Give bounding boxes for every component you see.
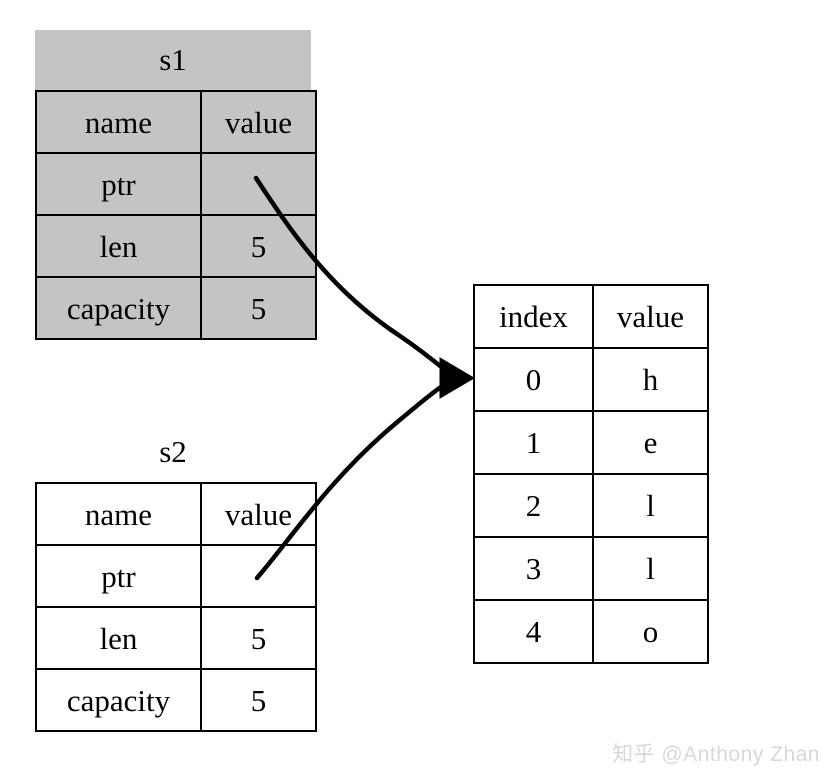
s2-header-name: name [35,482,202,546]
s1-row-len-value: 5 [200,214,317,278]
table-row: ptr [35,544,317,608]
s2-row-capacity-name: capacity [35,668,202,732]
table-row: 2 l [473,473,709,538]
buffer-row-3-index: 3 [473,536,594,601]
buffer-row-4-value: o [592,599,709,664]
table-row: 4 o [473,599,709,664]
s1-header-value: value [200,90,317,154]
buffer-row-2-index: 2 [473,473,594,538]
buffer-row-3-value: l [592,536,709,601]
struct-s2-title: s2 [159,434,187,469]
watermark-text: 知乎 @Anthony Zhan [612,743,820,766]
buffer-row-1-index: 1 [473,410,594,475]
s1-row-ptr-name: ptr [35,152,202,216]
table-row: index value [473,284,709,349]
s1-row-len-name: len [35,214,202,278]
buffer-row-4-index: 4 [473,599,594,664]
table-row: name value [35,482,317,546]
s1-header-name: name [35,90,202,154]
s2-row-ptr-value [200,544,317,608]
buffer-header-index: index [473,284,594,349]
table-row: capacity 5 [35,276,317,340]
s2-row-len-value: 5 [200,606,317,670]
s2-row-len-name: len [35,606,202,670]
s1-row-capacity-value: 5 [200,276,317,340]
struct-s1-table: name value ptr len 5 capacity 5 [35,90,317,340]
arrowhead-icon [439,357,475,399]
table-row: len 5 [35,214,317,278]
buffer-table: index value 0 h 1 e 2 l 3 l [473,284,709,664]
buffer-header-value: value [592,284,709,349]
s1-row-capacity-name: capacity [35,276,202,340]
table-row: 1 e [473,410,709,475]
table-row: name value [35,90,317,154]
buffer-table-block: index value 0 h 1 e 2 l 3 l [473,284,709,664]
struct-s1-title: s1 [35,30,311,90]
s1-row-ptr-value [200,152,317,216]
struct-s1: s1 name value ptr len 5 capacity 5 [35,30,317,340]
table-row: 0 h [473,347,709,412]
table-row: ptr [35,152,317,216]
buffer-row-1-value: e [592,410,709,475]
table-row: capacity 5 [35,668,317,732]
buffer-row-0-index: 0 [473,347,594,412]
table-row: 3 l [473,536,709,601]
s2-row-ptr-name: ptr [35,544,202,608]
s2-header-value: value [200,482,317,546]
buffer-row-2-value: l [592,473,709,538]
table-row: len 5 [35,606,317,670]
struct-s2-table: name value ptr len 5 capacity 5 [35,482,317,732]
s2-row-capacity-value: 5 [200,668,317,732]
struct-s2: s2 name value ptr len 5 capacity 5 [35,422,317,732]
buffer-row-0-value: h [592,347,709,412]
